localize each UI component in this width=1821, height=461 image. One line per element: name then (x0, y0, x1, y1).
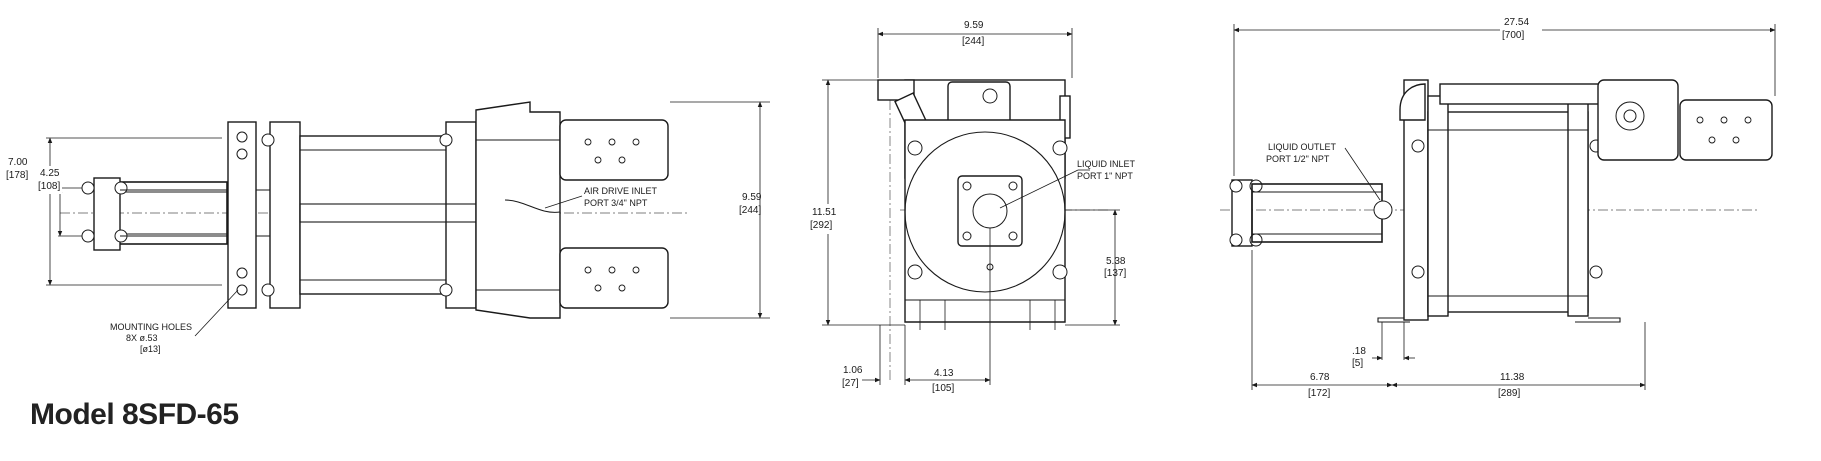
side-right-mm: [289] (1498, 388, 1520, 399)
end-offset-mm: [105] (932, 383, 954, 394)
mounting-holes-label-2: 8X ø.53 (126, 333, 158, 343)
end-offset-in: 4.13 (934, 368, 954, 379)
front-overall-in: 9.59 (742, 192, 762, 203)
side-left-cylinder (1251, 183, 1383, 243)
end-width-mm: [244] (962, 36, 984, 47)
end-width-in: 9.59 (964, 20, 984, 31)
end-center-in: 5.38 (1106, 256, 1126, 267)
side-muffler (1679, 99, 1773, 161)
liquid-inlet-label-1: LIQUID INLET (1077, 159, 1136, 169)
side-right-in: 11.38 (1500, 372, 1525, 383)
side-left-in: 6.78 (1310, 372, 1330, 383)
end-base-in: 1.06 (843, 365, 863, 376)
end-height-mm: [292] (810, 220, 832, 231)
lower-muffler (559, 247, 669, 309)
front-overall-mm: [244] (739, 205, 761, 216)
upper-muffler (559, 119, 669, 181)
liquid-outlet-label-1: LIQUID OUTLET (1268, 142, 1337, 152)
side-gap-mm: [5] (1352, 358, 1363, 369)
end-height-in: 11.51 (812, 207, 837, 218)
mounting-holes-label-1: MOUNTING HOLES (110, 322, 192, 332)
front-height-mm: [178] (6, 170, 28, 181)
liquid-outlet-port (1373, 200, 1393, 220)
liquid-outlet-label-2: PORT 1/2" NPT (1266, 154, 1330, 164)
side-view: 27.54 [700] LIQUID OUTLET PORT 1/2" NPT … (1220, 14, 1776, 399)
end-center-mm: [137] (1104, 268, 1126, 279)
side-length-in: 27.54 (1504, 17, 1529, 28)
side-gap-in: .18 (1352, 346, 1366, 357)
end-base-mm: [27] (842, 378, 859, 389)
front-height-in: 7.00 (8, 157, 28, 168)
model-title: Model 8SFD-65 (30, 398, 239, 431)
side-main-barrel (1427, 111, 1589, 313)
side-length-mm: [700] (1502, 30, 1524, 41)
front-view: 7.00 [178] 4.25 [108] 9.59 [244] AIR DRI… (4, 101, 770, 354)
side-left-mm: [172] (1308, 388, 1330, 399)
main-barrel (299, 135, 451, 295)
liquid-inlet-label-2: PORT 1" NPT (1077, 171, 1133, 181)
front-inner-mm: [108] (38, 181, 60, 192)
air-inlet-label-1: AIR DRIVE INLET (584, 186, 658, 196)
front-inner-in: 4.25 (40, 168, 60, 179)
air-inlet-label-2: PORT 3/4" NPT (584, 198, 648, 208)
mounting-holes-label-3: [ø13] (140, 344, 161, 354)
end-view: 9.59 [244] 11.51 [292] 5.38 [137] 1.06 [… (808, 20, 1136, 394)
